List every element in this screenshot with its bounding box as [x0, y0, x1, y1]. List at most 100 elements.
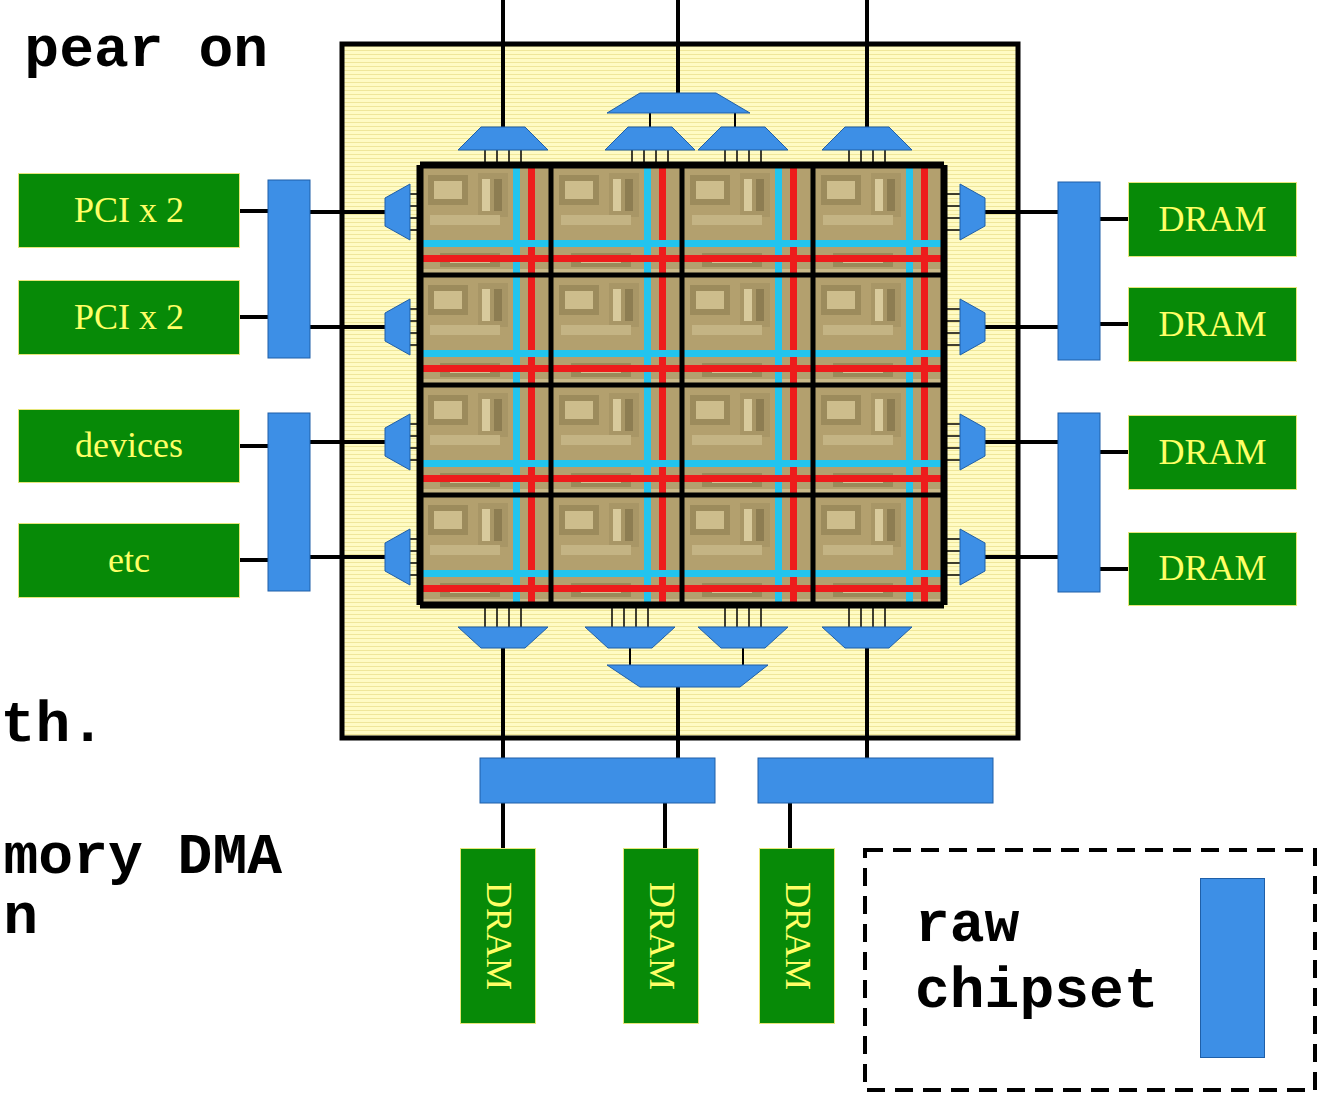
wire	[944, 435, 960, 437]
mux-symbol	[458, 127, 548, 150]
wire	[676, 687, 680, 758]
wire	[310, 555, 385, 559]
chipset-bar	[758, 758, 993, 803]
wire	[1100, 217, 1128, 221]
wire	[788, 803, 792, 848]
mux-symbol	[385, 529, 410, 585]
wire	[410, 229, 422, 231]
wire	[676, 0, 680, 93]
wire	[410, 332, 422, 334]
box-label: PCI x 2	[74, 191, 184, 231]
wire	[484, 605, 486, 627]
network-line	[420, 165, 944, 605]
box-label: DRAM	[1158, 305, 1266, 345]
wire	[629, 648, 631, 665]
chip-package	[342, 44, 1018, 738]
device-box: DRAM	[1128, 532, 1297, 606]
wire	[944, 574, 960, 576]
chipset-bar	[268, 180, 310, 358]
wire	[944, 205, 960, 207]
wire	[643, 150, 645, 165]
wire	[310, 325, 385, 329]
legend-swatch	[1200, 878, 1265, 1058]
wire	[496, 605, 498, 627]
mux-symbol	[605, 127, 695, 150]
wire	[410, 205, 422, 207]
slide-text: th.	[1, 697, 105, 755]
box-label: DRAM	[641, 882, 681, 990]
device-box: DRAM	[1128, 182, 1297, 257]
device-box: DRAM	[1128, 415, 1297, 490]
mux-symbol	[960, 184, 985, 240]
wire	[410, 459, 422, 461]
wire	[410, 193, 422, 195]
wire	[724, 605, 726, 627]
wire	[520, 150, 522, 165]
tile-border	[420, 383, 944, 388]
device-box: devices	[18, 409, 240, 483]
wire	[944, 423, 960, 425]
wire	[649, 113, 651, 127]
wire	[860, 150, 862, 165]
mux-symbol	[585, 627, 675, 648]
mux-symbol	[960, 529, 985, 585]
wire	[410, 423, 422, 425]
wire	[240, 209, 268, 213]
wire	[631, 150, 633, 165]
wire	[1100, 450, 1128, 454]
box-label: DRAM	[478, 882, 518, 990]
mux-symbol	[960, 414, 985, 470]
mux-symbol	[698, 127, 788, 150]
mux-symbol	[385, 184, 410, 240]
slide-text: n	[3, 889, 38, 947]
wire	[944, 538, 960, 540]
wire	[884, 150, 886, 165]
wire	[240, 315, 268, 319]
wire	[496, 150, 498, 165]
mux-symbol	[458, 627, 548, 648]
wire	[944, 459, 960, 461]
wire	[410, 550, 422, 552]
wire	[860, 605, 862, 627]
wire	[736, 605, 738, 627]
wire	[508, 605, 510, 627]
wire	[410, 217, 422, 219]
legend-frame	[865, 850, 1315, 1090]
device-box: etc	[18, 523, 240, 598]
wire	[310, 210, 385, 214]
wire	[944, 193, 960, 195]
wire	[655, 150, 657, 165]
slide-text: mory DMA	[4, 829, 282, 887]
wire	[760, 605, 762, 627]
slide-text: pear on	[24, 22, 268, 80]
device-box: PCI x 2	[18, 280, 240, 355]
wire	[865, 648, 869, 758]
box-label: etc	[108, 541, 150, 581]
wire	[742, 648, 744, 665]
wire	[611, 605, 613, 627]
box-label: DRAM	[1158, 433, 1266, 473]
wire	[520, 605, 522, 627]
wire	[635, 605, 637, 627]
wire	[848, 605, 850, 627]
wire	[944, 308, 960, 310]
wire	[748, 605, 750, 627]
legend-label: raw chipset	[915, 893, 1185, 1025]
wire	[410, 308, 422, 310]
box-label: PCI x 2	[74, 298, 184, 338]
wire	[410, 435, 422, 437]
wire	[985, 440, 1058, 444]
wire	[410, 447, 422, 449]
tile-border	[420, 165, 944, 605]
box-label: devices	[75, 426, 183, 466]
mux-symbol	[822, 627, 912, 648]
wire	[410, 538, 422, 540]
wire	[872, 605, 874, 627]
wire	[985, 325, 1058, 329]
wire	[848, 150, 850, 165]
wire	[865, 0, 869, 127]
mux-symbol	[960, 299, 985, 355]
wire	[944, 217, 960, 219]
wire	[1100, 567, 1128, 571]
